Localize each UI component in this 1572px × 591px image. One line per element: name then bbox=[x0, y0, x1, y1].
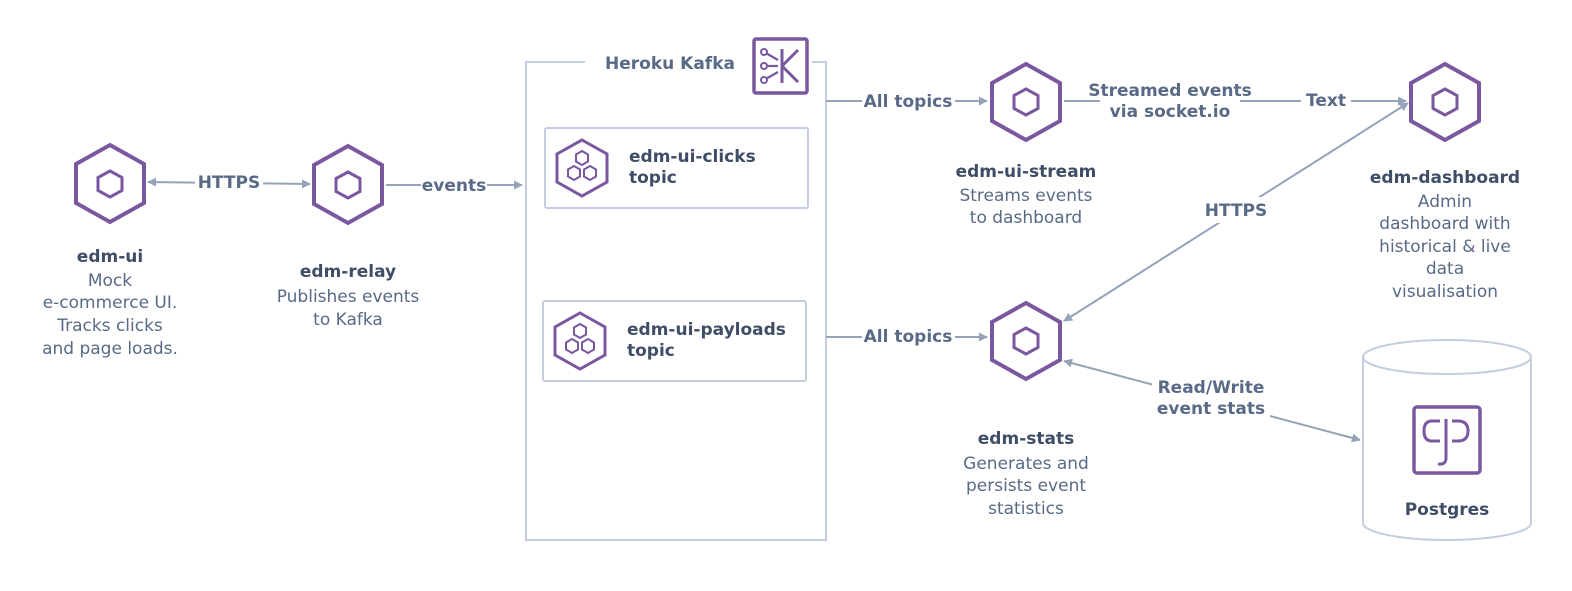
service-desc-line: Streams events bbox=[959, 186, 1092, 206]
service-desc-line: Generates and bbox=[963, 454, 1089, 474]
edge-labels: HTTPS events All topics All topics Strea… bbox=[195, 77, 1351, 419]
service-name: edm-ui bbox=[77, 247, 143, 267]
kafka-container: Heroku Kafka bbox=[525, 37, 827, 541]
edge-label-stream-dashboard-1: Streamed events bbox=[1088, 81, 1252, 101]
service-desc-line: Publishes events bbox=[277, 287, 420, 307]
postgres-database: Postgres bbox=[1362, 339, 1532, 541]
kafka-icon bbox=[752, 37, 809, 95]
elephant-icon bbox=[1412, 405, 1482, 475]
cluster-hexagon-icon bbox=[555, 138, 609, 198]
hexagon-icon bbox=[74, 142, 146, 225]
topic-payloads-name: edm-ui-payloads bbox=[627, 320, 786, 340]
service-edm-dashboard: edm-dashboard Admin dashboard with histo… bbox=[1370, 61, 1520, 302]
service-desc-line: to Kafka bbox=[313, 310, 383, 330]
edge-label-stream-dashboard-text: Text bbox=[1306, 91, 1346, 111]
service-desc-line: e-commerce UI. bbox=[43, 293, 178, 313]
kafka-title: Heroku Kafka bbox=[605, 54, 735, 74]
topic-box-payloads: edm-ui-payloads topic bbox=[542, 300, 807, 382]
cluster-hexagon-icon bbox=[553, 311, 607, 371]
service-desc-line: dashboard with bbox=[1379, 214, 1510, 234]
service-name: edm-ui-stream bbox=[956, 162, 1097, 182]
service-desc-line: visualisation bbox=[1392, 282, 1498, 302]
service-edm-ui: edm-ui Mock e-commerce UI. Tracks clicks… bbox=[42, 142, 178, 359]
service-edm-stats: edm-stats Generates and persists event s… bbox=[963, 300, 1089, 519]
edge-label-stats-dashboard: HTTPS bbox=[1205, 201, 1268, 221]
service-edm-relay: edm-relay Publishes events to Kafka bbox=[277, 143, 420, 330]
hexagon-icon bbox=[990, 61, 1062, 143]
service-name: edm-dashboard bbox=[1370, 168, 1520, 188]
service-desc-line: data bbox=[1426, 259, 1464, 279]
topic-clicks-suffix: topic bbox=[629, 168, 677, 188]
edge-label-stats-postgres-1: Read/Write bbox=[1158, 378, 1265, 398]
service-edm-ui-stream: edm-ui-stream Streams events to dashboar… bbox=[956, 61, 1097, 228]
service-desc-line: Admin bbox=[1418, 192, 1472, 212]
service-desc-line: persists event bbox=[966, 476, 1086, 496]
hexagon-icon bbox=[1409, 61, 1481, 143]
topic-payloads-suffix: topic bbox=[627, 341, 675, 361]
edge-label-stream-dashboard-2: via socket.io bbox=[1110, 102, 1231, 122]
edge-label-kafka-stats: All topics bbox=[864, 327, 953, 347]
edge-label-ui-relay: HTTPS bbox=[198, 173, 261, 193]
service-desc-line: Mock bbox=[88, 271, 132, 291]
topic-box-clicks: edm-ui-clicks topic bbox=[544, 127, 809, 209]
hexagon-icon bbox=[990, 300, 1062, 382]
postgres-label: Postgres bbox=[1405, 500, 1490, 520]
service-desc-line: to dashboard bbox=[970, 208, 1082, 228]
service-desc-line: and page loads. bbox=[42, 339, 178, 359]
service-desc-line: historical & live bbox=[1379, 237, 1511, 257]
edge-label-stats-postgres-2: event stats bbox=[1157, 399, 1265, 419]
topic-clicks-name: edm-ui-clicks bbox=[629, 147, 756, 167]
service-name: edm-stats bbox=[978, 429, 1074, 449]
service-desc-line: statistics bbox=[988, 499, 1064, 519]
hexagon-icon bbox=[312, 143, 384, 226]
service-desc-line: Tracks clicks bbox=[56, 316, 163, 336]
service-name: edm-relay bbox=[300, 262, 396, 282]
edge-label-kafka-stream: All topics bbox=[864, 92, 953, 112]
edge-label-relay-kafka: events bbox=[422, 176, 487, 196]
